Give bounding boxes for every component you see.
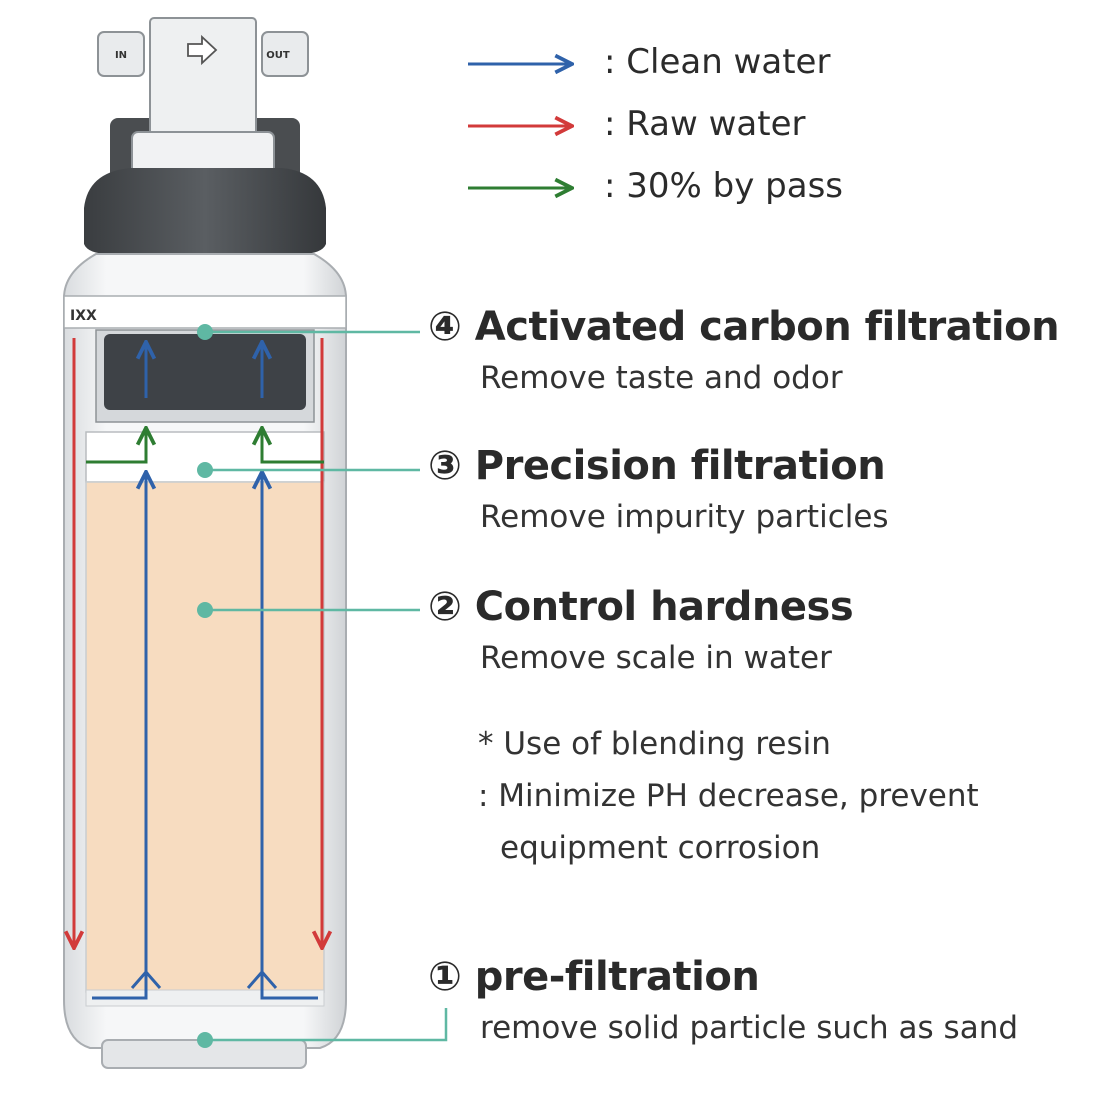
inlet-port — [97, 31, 145, 77]
leader-line-1 — [205, 1008, 448, 1042]
leader-dot-1 — [197, 1032, 213, 1048]
outlet-port — [261, 31, 309, 77]
stage-1-desc: remove solid particle such as sand — [480, 1010, 1019, 1046]
clean-water-inlet-right-b — [260, 971, 278, 989]
stage-3-title: ③ Precision filtration — [428, 443, 886, 489]
stage-1-title: ① pre-filtration — [428, 954, 760, 1000]
stage-4-desc: Remove taste and odor — [480, 360, 843, 396]
clean-water-inlet-right — [246, 971, 264, 989]
filter-cap — [84, 168, 326, 254]
leader-dot-4 — [197, 324, 213, 340]
clean-water-arrow-right — [262, 474, 318, 1000]
fitting-block — [149, 17, 257, 139]
label-band — [63, 295, 347, 329]
leader-dot-2 — [197, 602, 213, 618]
resin-note-line-1: * Use of blending resin — [478, 726, 831, 762]
legend-clean-label: : Clean water — [604, 42, 831, 82]
stage-3-desc: Remove impurity particles — [480, 499, 889, 535]
bypass-arrow-left — [86, 430, 146, 464]
bypass-arrow-right — [262, 430, 324, 464]
in-label: IN — [115, 50, 127, 61]
stage-4-title: ④ Activated carbon filtration — [428, 304, 1060, 350]
brand-label: IXX — [70, 308, 97, 324]
flow-arrow-icon — [187, 34, 218, 66]
stage-2-desc: Remove scale in water — [480, 640, 832, 676]
clean-water-arrow-left — [92, 474, 146, 1000]
clean-water-inlet-left — [130, 971, 148, 989]
leader-dot-3 — [197, 462, 213, 478]
stage-2-title: ② Control hardness — [428, 584, 854, 630]
resin-note-line-2: : Minimize PH decrease, prevent — [478, 778, 979, 814]
carbon-block — [104, 334, 306, 410]
clean-water-inlet-left-b — [144, 971, 162, 989]
legend-raw-label: : Raw water — [604, 104, 806, 144]
legend-bypass-label: : 30% by pass — [604, 166, 843, 206]
resin-chamber — [85, 481, 325, 993]
head-fitting: IN OUT — [97, 17, 309, 181]
resin-note-line-3: equipment corrosion — [500, 830, 821, 866]
out-label: OUT — [266, 50, 290, 61]
